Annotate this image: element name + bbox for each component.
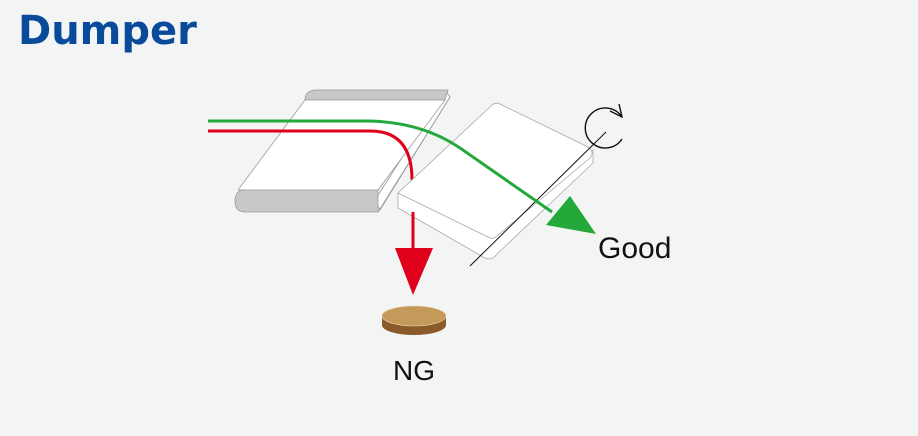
ng-arrow-head xyxy=(395,248,433,295)
ng-path-line xyxy=(208,129,414,181)
ng-label: NG xyxy=(393,355,435,386)
pivot-axis-line xyxy=(469,131,607,267)
page-title: Dumper xyxy=(18,8,197,54)
good-arrow-head xyxy=(546,196,596,234)
ng-bin-coin xyxy=(381,305,447,335)
conveyor-front-roller xyxy=(234,189,379,213)
rotate-clockwise-icon xyxy=(584,103,624,149)
conveyor-back-roller xyxy=(304,89,449,101)
conveyor-side-edge xyxy=(377,96,451,213)
good-path-line xyxy=(208,119,553,214)
dumper-plate-side xyxy=(397,149,594,260)
good-label: Good xyxy=(598,232,671,265)
